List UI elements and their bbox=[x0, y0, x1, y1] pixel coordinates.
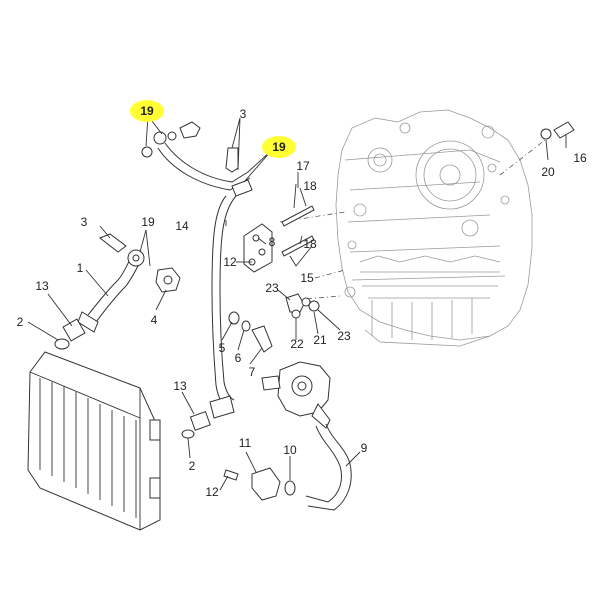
banjo-bolt-left bbox=[99, 233, 127, 253]
callout-11: 11 bbox=[239, 436, 252, 450]
union-fitting-4 bbox=[155, 267, 181, 293]
callout-12: 12 bbox=[205, 485, 219, 499]
oil-hose-14 bbox=[209, 195, 237, 419]
callout-18: 18 bbox=[303, 237, 317, 251]
callout-12: 12 bbox=[223, 255, 237, 269]
radiator-fitting-lower bbox=[181, 410, 211, 439]
callout-18: 18 bbox=[303, 179, 317, 193]
callout-2: 2 bbox=[189, 459, 196, 473]
oil-hose-1 bbox=[77, 249, 145, 333]
highlight-marker bbox=[262, 136, 296, 158]
callout-19-highlighted: 19 bbox=[272, 140, 286, 154]
drain-fitting-group bbox=[223, 467, 296, 501]
callout-5: 5 bbox=[219, 341, 226, 355]
callout-2: 2 bbox=[17, 315, 24, 329]
callout-3: 3 bbox=[240, 107, 247, 121]
callout-13: 13 bbox=[35, 279, 49, 293]
mounting-plate bbox=[243, 223, 273, 273]
leader-lines bbox=[27, 115, 567, 491]
engine-block bbox=[335, 109, 533, 347]
upper-oil-hose bbox=[141, 121, 253, 197]
sealing-washer bbox=[141, 146, 153, 158]
callout-9: 9 bbox=[361, 441, 368, 455]
callout-7: 7 bbox=[249, 365, 256, 379]
banjo-bolt bbox=[225, 147, 239, 173]
callout-6: 6 bbox=[235, 351, 242, 365]
callout-23: 23 bbox=[265, 281, 279, 295]
long-bolts bbox=[281, 205, 315, 257]
callout-10: 10 bbox=[283, 443, 297, 457]
callout-14: 14 bbox=[175, 219, 189, 233]
callout-labels: 19 3 19 17 18 16 20 3 19 14 8 12 18 15 1… bbox=[17, 100, 587, 499]
oil-radiator bbox=[27, 351, 161, 531]
radiator-fitting-left bbox=[54, 318, 86, 350]
temperature-sender bbox=[540, 121, 575, 140]
callout-15: 15 bbox=[300, 271, 314, 285]
coolant-hose-9 bbox=[305, 423, 352, 511]
callout-21: 21 bbox=[313, 333, 327, 347]
sealing-washer bbox=[167, 131, 177, 141]
banjo-fitting-top bbox=[153, 131, 167, 145]
callout-16: 16 bbox=[573, 151, 587, 165]
callout-19: 19 bbox=[141, 215, 155, 229]
callout-13: 13 bbox=[173, 379, 187, 393]
sensor-group bbox=[285, 293, 320, 319]
callout-20: 20 bbox=[541, 165, 555, 179]
callout-22: 22 bbox=[290, 337, 304, 351]
thermostat-housing bbox=[261, 361, 331, 429]
callout-23: 23 bbox=[337, 329, 351, 343]
callout-1: 1 bbox=[77, 261, 84, 275]
assembly-center-lines bbox=[279, 139, 546, 301]
callout-17: 17 bbox=[296, 159, 310, 173]
highlight-marker bbox=[130, 100, 164, 122]
callout-4: 4 bbox=[151, 313, 158, 327]
callout-19-highlighted: 19 bbox=[140, 104, 154, 118]
banjo-bolt bbox=[179, 121, 201, 139]
callout-8: 8 bbox=[269, 235, 276, 249]
fittings-5-6-7 bbox=[228, 311, 273, 353]
callout-3: 3 bbox=[81, 215, 88, 229]
